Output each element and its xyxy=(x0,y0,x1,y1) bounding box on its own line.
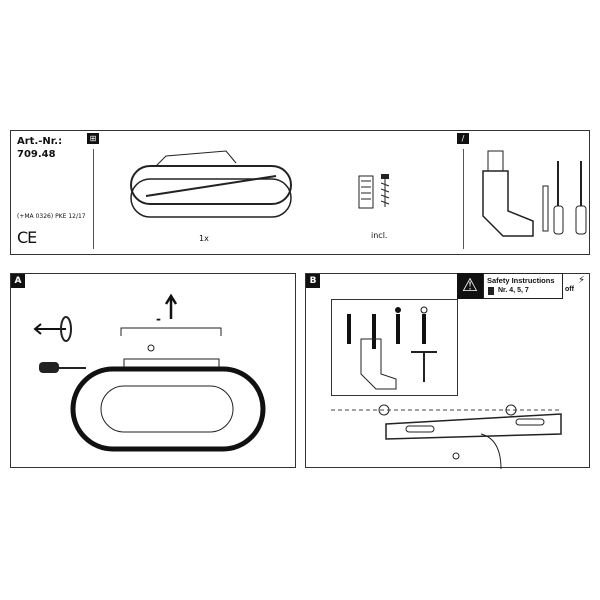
step-a-label: A xyxy=(11,274,25,288)
divider xyxy=(93,149,94,249)
article-code: (+MA 0326) PKE 12/17 xyxy=(17,213,86,220)
overview-panel: Art.-Nr.: 709.48 (+MA 0326) PKE 12/17 CE… xyxy=(10,130,590,255)
dowel-screw-icon xyxy=(358,174,390,209)
divider xyxy=(463,149,464,249)
step-b-illustration xyxy=(331,306,562,470)
direction-label: - xyxy=(156,312,161,326)
safety-refs: Nr. 4, 5, 7 xyxy=(498,287,529,294)
power-switch-icon: ⚡ xyxy=(578,275,586,286)
manual-icon xyxy=(488,287,494,295)
package-icon: ⊞ xyxy=(87,133,99,144)
lamp-quantity: 1x xyxy=(199,234,209,243)
power-off-label: off xyxy=(565,286,574,293)
lamp-illustration xyxy=(130,150,292,218)
drilling-detail xyxy=(331,299,458,396)
step-a-illustration xyxy=(33,293,266,452)
safety-box: Safety Instructions Nr. 4, 5, 7 xyxy=(483,273,563,299)
article-label: Art.-Nr.: xyxy=(17,136,63,147)
step-a-panel: A - xyxy=(10,273,296,468)
tools-icon: / xyxy=(457,133,469,144)
tools-illustration xyxy=(482,150,587,237)
screws-included: incl. xyxy=(371,231,388,240)
safety-title: Safety Instructions xyxy=(487,276,555,285)
step-b-panel: B ⚠ Safety Instructions Nr. 4, 5, 7 off … xyxy=(305,273,590,470)
step-b-label: B xyxy=(306,274,320,288)
warning-icon: ⚠ xyxy=(457,273,483,299)
article-number: 709.48 xyxy=(17,149,56,160)
ce-mark: CE xyxy=(17,228,37,247)
